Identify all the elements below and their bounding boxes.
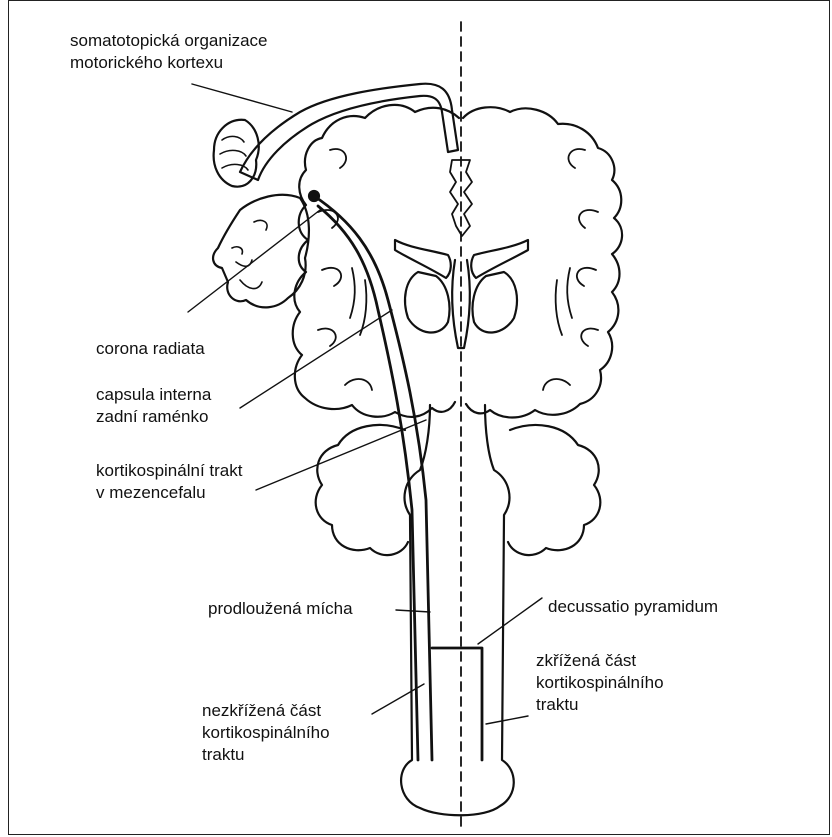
right-cerebellum (508, 425, 600, 555)
label-uncrossed-part: nezkřížená část kortikospinálního traktu (202, 700, 330, 766)
leader-lines (188, 84, 542, 724)
right-thalamus (473, 272, 517, 333)
decussation-tract (432, 648, 482, 760)
left-insula-fissure (350, 268, 366, 335)
label-corona-radiata: corona radiata (96, 338, 205, 360)
cortex-strip (240, 84, 458, 180)
left-hemisphere-outline (293, 105, 459, 417)
right-insula-fissure (556, 268, 572, 335)
corticospinal-tract-inner (318, 206, 418, 760)
third-ventricle (452, 260, 470, 348)
label-crossed-part: zkřížená část kortikospinálního traktu (536, 650, 664, 716)
label-medulla: prodloužená mícha (208, 598, 353, 620)
corticospinal-tract-outer (314, 196, 432, 760)
label-midbrain-tract: kortikospinální trakt v mezencefalu (96, 460, 242, 504)
label-somatotopy: somatotopická organizace motorického kor… (70, 30, 268, 74)
label-capsula-interna: capsula interna zadní raménko (96, 384, 211, 428)
label-decussation: decussatio pyramidum (548, 596, 718, 618)
right-hemisphere-outline (463, 107, 622, 417)
left-gyri (318, 149, 372, 390)
left-cerebellum (316, 425, 408, 555)
left-thalamus (405, 272, 449, 333)
